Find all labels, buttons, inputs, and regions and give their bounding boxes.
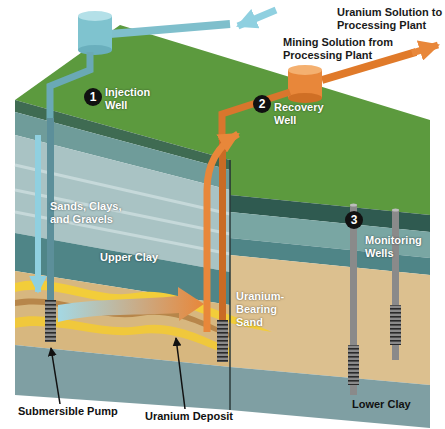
layer-label: Upper Clay (100, 251, 180, 264)
block-seam (229, 160, 231, 410)
flow-label: Mining Solution from Processing Plant (283, 36, 401, 62)
well-casing (219, 138, 226, 320)
well-screen (45, 300, 56, 342)
lower-clay-layer (15, 345, 230, 410)
well-label: Injection Well (105, 86, 163, 112)
injection-pipe (50, 52, 90, 120)
product-arrow (412, 45, 438, 53)
well-label: Recovery Well (274, 101, 334, 127)
callout-circle (84, 88, 102, 106)
layer-label: Lower Clay (352, 398, 430, 411)
leader-arrow (51, 348, 60, 404)
callout-circle (345, 211, 363, 229)
part-label: Submersible Pump (18, 405, 138, 418)
layer-label: Uranium-Bearing Sand (236, 290, 298, 329)
well-screen (348, 345, 359, 385)
callout-number: 3 (345, 211, 363, 229)
callout-number: 2 (253, 95, 271, 113)
recovery-flow-arrow (207, 134, 238, 332)
flow-label: Uranium Solution to Processing Plant (337, 6, 443, 32)
solution-flow-arrow (58, 287, 204, 322)
monitoring-well (350, 204, 357, 207)
supply-arrow (238, 10, 276, 26)
recovery-tank (288, 65, 322, 75)
monitoring-well (392, 209, 399, 212)
leader-arrow (176, 338, 185, 409)
supply-pipe (110, 24, 230, 34)
well-screen (217, 320, 228, 362)
uranium-sand-layer (230, 255, 430, 385)
lower-clay-layer (230, 367, 430, 428)
injection-flow-arrow (35, 135, 41, 292)
solution-tank (78, 16, 112, 50)
callout-circle (253, 95, 271, 113)
well-screen (390, 305, 401, 345)
part-label: Uranium Deposit (145, 410, 255, 423)
solution-tank (78, 11, 112, 21)
well-label: Monitoring Wells (365, 234, 427, 260)
callout-number: 1 (84, 88, 102, 106)
solution-tank (78, 45, 112, 55)
layer-label: Sands, Clays, and Gravels (50, 200, 140, 226)
